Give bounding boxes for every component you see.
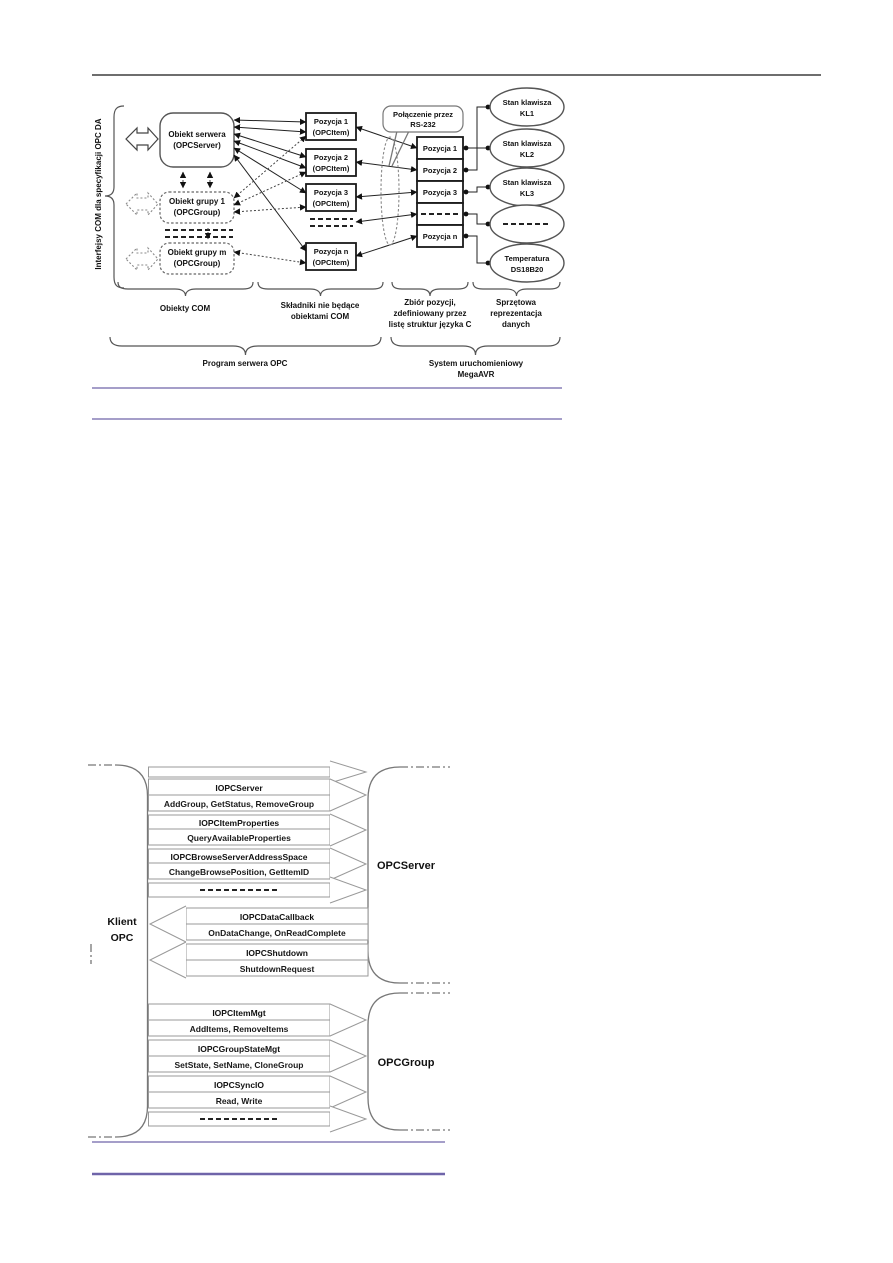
label-positions-1: Zbiór pozycji, (404, 298, 456, 307)
bottom-braces (109, 336, 561, 356)
server-interface-arrows: IOPCServer AddGroup, GetStatus, RemoveGr… (148, 760, 368, 904)
item3-line2: (OPCItem) (313, 199, 350, 208)
label-hardware-1: Sprzętowa (496, 298, 537, 307)
client-label-line1: Klient (107, 916, 137, 928)
sensor1-line1: Stan klawisza (503, 98, 553, 107)
server-item-links (233, 116, 307, 266)
left-brace (104, 105, 125, 289)
item1-line1: Pozycja 1 (314, 117, 348, 126)
opc-item-boxes: Pozycja 1 (OPCItem) Pozycja 2 (OPCItem) … (305, 112, 357, 271)
item3-line1: Pozycja 3 (314, 188, 348, 197)
server-object-line2: (OPCServer) (173, 141, 221, 150)
figure2-opc-interfaces: Klient OPC OPCServer OPCGroup (88, 760, 450, 1176)
client-label-line2: OPC (111, 932, 134, 944)
iface-itemproperties: IOPCItemProperties (199, 818, 280, 828)
iface-browse: IOPCBrowseServerAddressSpace (170, 852, 307, 862)
sensor3-line2: KL3 (520, 189, 534, 198)
iface-groupstatemgt: IOPCGroupStateMgt (198, 1044, 280, 1054)
iface-iopcserver-methods: AddGroup, GetStatus, RemoveGroup (164, 799, 314, 809)
table-cell-2: Pozycja 2 (423, 166, 457, 175)
iface-groupstatemgt-methods: SetState, SetName, CloneGroup (175, 1060, 304, 1070)
label-positions-3: listę struktur języka C (389, 320, 472, 329)
iface-itemmgt: IOPCItemMgt (212, 1008, 266, 1018)
groupm-line1: Obiekt grupy m (168, 248, 227, 257)
label-non-com-2: obiektami COM (291, 312, 350, 321)
server-object-box (159, 112, 235, 168)
label-opc-server-program: Program serwera OPC (203, 359, 288, 368)
itemn-line2: (OPCItem) (313, 258, 350, 267)
table-sensor-links (463, 104, 491, 266)
sensor1-line2: KL1 (520, 109, 534, 118)
label-megaavr-2: MegaAVR (458, 370, 495, 379)
group-interface-arrows: IOPCItemMgt AddItems, RemoveItems IOPCGr… (148, 1003, 368, 1133)
rs232-callout: Połączenie przez RS-232 (382, 105, 464, 167)
iface-browse-methods: ChangeBrowsePosition, GetItemID (169, 867, 309, 877)
table-cell-n: Pozycja n (423, 232, 458, 241)
groupm-line2: (OPCGroup) (174, 259, 221, 268)
opcgroup-label: OPCGroup (378, 1057, 435, 1069)
iface-datacallback-methods: OnDataChange, OnReadComplete (208, 928, 346, 938)
positions-table: Pozycja 1 Pozycja 2 Pozycja 3 Pozycja n (416, 136, 464, 248)
iface-iopcserver: IOPCServer (215, 783, 263, 793)
com-interfaces-side-label: Interfejsy COM dla specyfikacji OPC DA (94, 118, 103, 269)
figure1-opc-da-architecture: Interfejsy COM dla specyfikacji OPC DA O… (92, 87, 565, 420)
group1-line1: Obiekt grupy 1 (169, 197, 226, 206)
sensor4-line1: Temperatura (505, 254, 551, 263)
label-megaavr-1: System uruchomieniowy (429, 359, 524, 368)
opcserver-label: OPCServer (377, 860, 436, 872)
iface-itemmgt-methods: AddItems, RemoveItems (190, 1024, 289, 1034)
label-com-objects: Obiekty COM (160, 304, 211, 313)
opcgroup-bracket (367, 992, 450, 1131)
sensor-ellipses: Stan klawisza KL1 Stan klawisza KL2 Stan… (489, 87, 565, 283)
iface-itemproperties-methods: QueryAvailableProperties (187, 833, 291, 843)
sensor4-line2: DS18B20 (511, 265, 544, 274)
client-bracket (88, 764, 149, 1138)
server-group-links (179, 171, 214, 240)
ellipsis-dots (165, 218, 353, 238)
sensor3-line1: Stan klawisza (503, 178, 553, 187)
callout-line1: Połączenie przez (393, 110, 453, 119)
item2-line1: Pozycja 2 (314, 153, 348, 162)
group1-line2: (OPCGroup) (174, 208, 221, 217)
table-cell-3: Pozycja 3 (423, 188, 457, 197)
label-hardware-3: danych (502, 320, 530, 329)
sensor2-line1: Stan klawisza (503, 139, 553, 148)
iface-syncio: IOPCSyncIO (214, 1080, 264, 1090)
item1-line2: (OPCItem) (313, 128, 350, 137)
iface-datacallback: IOPCDataCallback (240, 912, 314, 922)
callout-line2: RS-232 (410, 120, 435, 129)
server-object-line1: Obiekt serwera (168, 130, 226, 139)
label-non-com-1: Składniki nie będące (281, 301, 360, 310)
iface-shutdown-methods: ShutdownRequest (240, 964, 315, 974)
com-interface-arrows (125, 126, 159, 272)
client-interface-arrows: IOPCDataCallback OnDataChange, OnReadCom… (148, 905, 369, 979)
section-braces (117, 281, 561, 297)
opcserver-bracket (367, 766, 450, 984)
iface-shutdown: IOPCShutdown (246, 948, 308, 958)
item-table-links (355, 125, 418, 258)
rs232-cable-ellipse (380, 136, 400, 246)
table-cell-1: Pozycja 1 (423, 144, 457, 153)
iface-syncio-methods: Read, Write (216, 1096, 263, 1106)
label-hardware-2: reprezentacja (490, 309, 542, 318)
label-positions-2: zdefiniowany przez (394, 309, 467, 318)
itemn-line1: Pozycja n (314, 247, 349, 256)
item2-line2: (OPCItem) (313, 164, 350, 173)
sensor2-line2: KL2 (520, 150, 534, 159)
